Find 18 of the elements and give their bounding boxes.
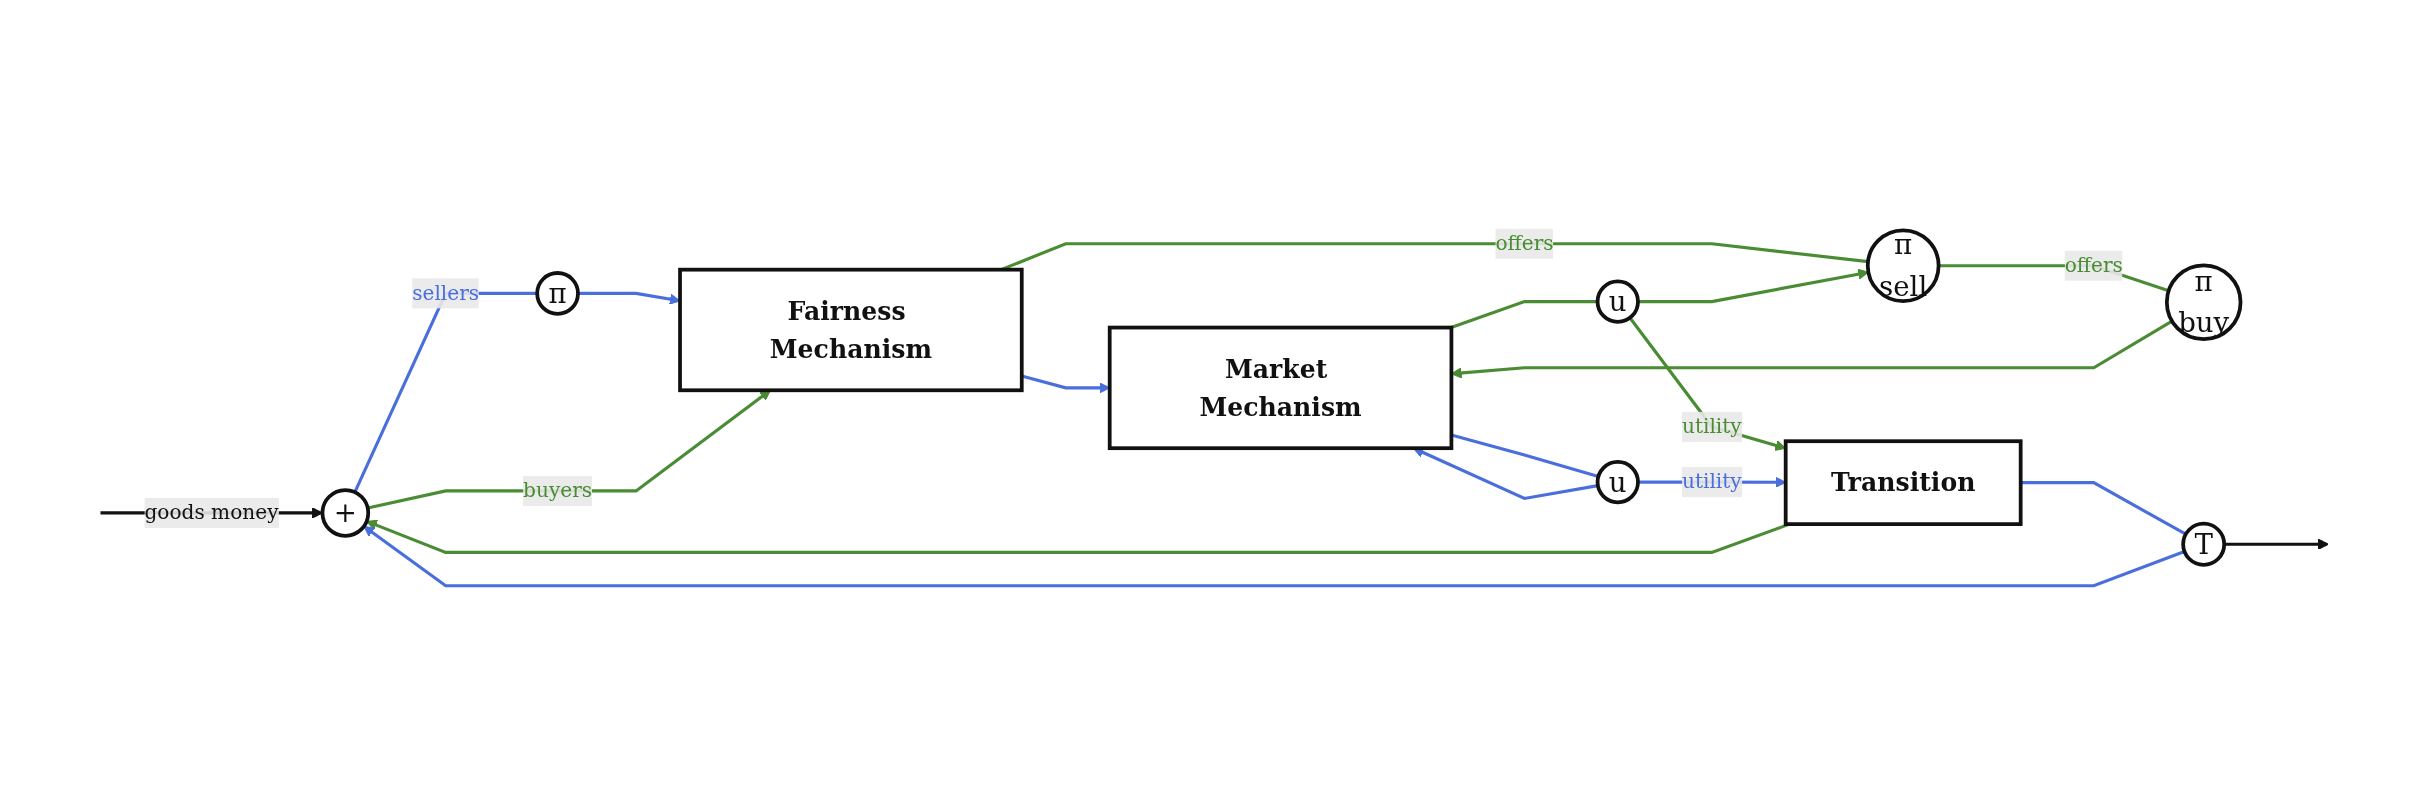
node-circle: + — [320, 488, 371, 538]
node-box: Transition — [1783, 439, 2023, 526]
node-box: Fairness Mechanism — [678, 267, 1024, 393]
edge-label: sellers — [412, 280, 480, 305]
edge-label: offers — [1495, 231, 1554, 256]
arrow — [2224, 538, 2329, 550]
node-circle: π — [535, 271, 580, 316]
node-circle: u — [1595, 460, 1640, 505]
node-circle: u — [1595, 279, 1640, 324]
edge-label: utility — [1681, 469, 1742, 494]
arrow — [1638, 268, 1869, 304]
edge-label: buyers — [523, 478, 593, 503]
edge-label: goods money — [144, 500, 279, 525]
arrow — [366, 519, 1790, 554]
node-box: Market Mechanism — [1107, 325, 1454, 451]
node-circle: T — [2181, 521, 2227, 567]
edge-label: utility — [1681, 414, 1742, 439]
edge-label: offers — [2064, 253, 2123, 278]
